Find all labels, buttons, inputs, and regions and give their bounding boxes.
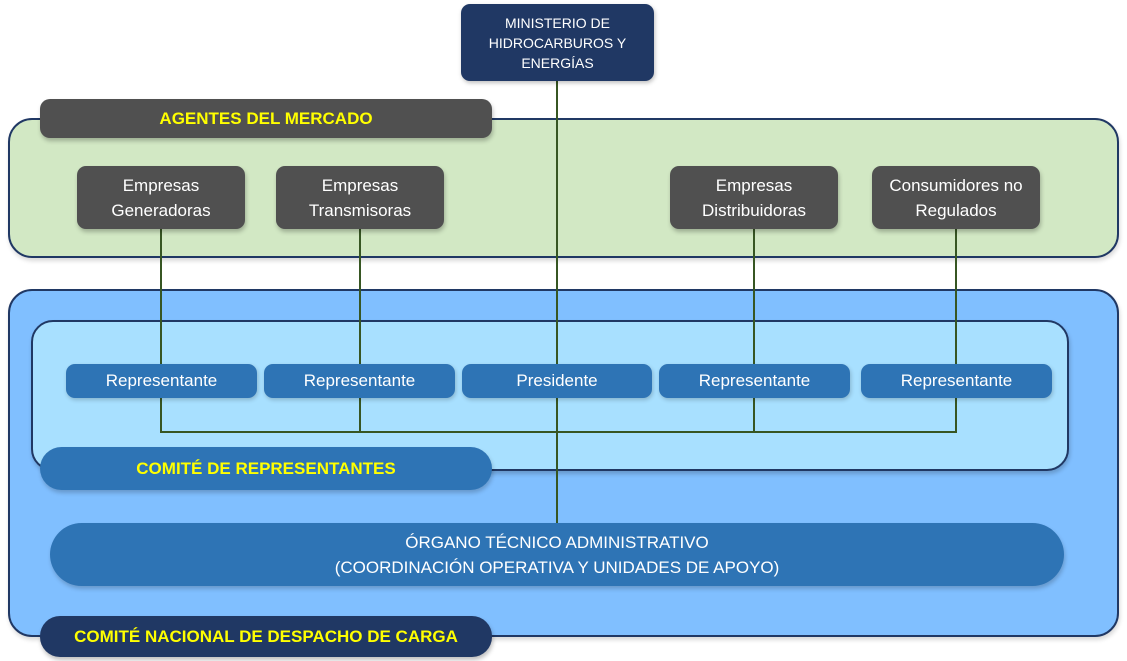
agent-box-generadoras: Empresas Generadoras [77,166,245,229]
ministry-label-line: HIDROCARBUROS Y [488,34,627,51]
market-agents-title: AGENTES DEL MERCADO [40,99,492,138]
member-box-representante-3: Representante [659,364,850,398]
member-box-presidente: Presidente [462,364,652,398]
agent-box-distribuidoras: Empresas Distribuidoras [670,166,838,229]
agent-label-line: Regulados [915,200,997,220]
cndc-title: COMITÉ NACIONAL DE DESPACHO DE CARGA [40,616,492,657]
ministry-box: MINISTERIO DE HIDROCARBUROS Y ENERGÍAS [461,4,654,81]
committee-title: COMITÉ DE REPRESENTANTES [40,447,492,490]
agent-label-line: Empresas [715,175,793,195]
ministry-label-line: ENERGÍAS [521,54,594,71]
ministry-label-line: MINISTERIO DE [504,14,610,31]
agent-label-line: Transmisoras [308,200,412,220]
member-box-representante-2: Representante [264,364,455,398]
agent-label-line: Generadoras [111,200,211,220]
member-box-representante-1: Representante [66,364,257,398]
agent-label-line: Empresas [122,175,200,195]
agent-box-transmisoras: Empresas Transmisoras [276,166,444,229]
technical-body-box: ÓRGANO TÉCNICO ADMINISTRATIVO (COORDINAC… [50,523,1064,586]
agent-label-line: Empresas [321,175,399,195]
technical-body-line: (COORDINACIÓN OPERATIVA Y UNIDADES DE AP… [334,557,780,577]
agent-label-line: Consumidores no [889,175,1023,195]
technical-body-line: ÓRGANO TÉCNICO ADMINISTRATIVO [405,532,709,552]
agent-box-consumidores: Consumidores no Regulados [872,166,1040,229]
member-box-representante-4: Representante [861,364,1052,398]
agent-label-line: Distribuidoras [702,200,806,220]
